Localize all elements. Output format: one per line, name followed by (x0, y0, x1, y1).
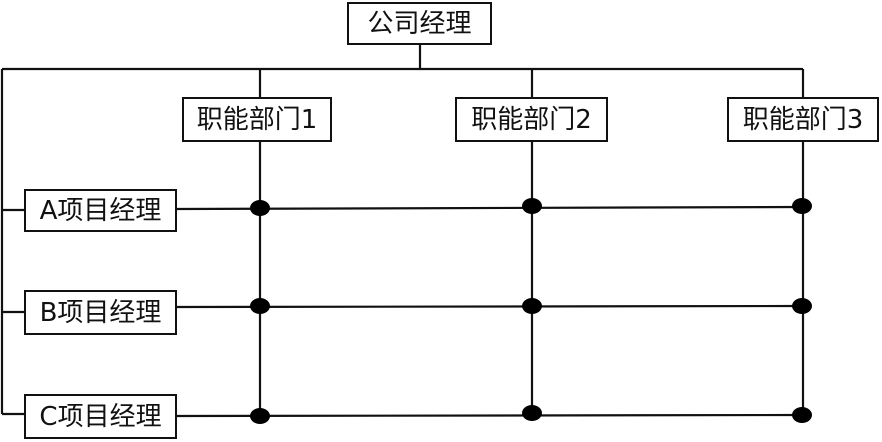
node-b3 (792, 298, 812, 314)
node-a3 (792, 198, 812, 214)
line-projB-horizontal (176, 304, 804, 309)
node-b1 (250, 298, 270, 314)
company-manager-box: 公司经理 (347, 2, 492, 45)
node-c2 (522, 405, 542, 421)
project-b-manager-box: B项目经理 (24, 290, 177, 335)
node-c1 (250, 408, 270, 424)
department-2-box: 职能部门2 (455, 97, 608, 142)
department-1-box: 职能部门1 (182, 97, 332, 142)
project-a-manager-box: A项目经理 (24, 189, 177, 232)
node-a2 (522, 198, 542, 214)
project-c-manager-box: C项目经理 (24, 394, 177, 439)
line-projA-horizontal (176, 205, 804, 211)
matrix-nodes (250, 198, 812, 424)
line-projC-horizontal (176, 413, 804, 418)
node-c3 (792, 407, 812, 423)
department-3-box: 职能部门3 (727, 97, 879, 142)
node-b2 (522, 298, 542, 314)
node-a1 (250, 200, 270, 216)
connector-lines (0, 45, 805, 418)
